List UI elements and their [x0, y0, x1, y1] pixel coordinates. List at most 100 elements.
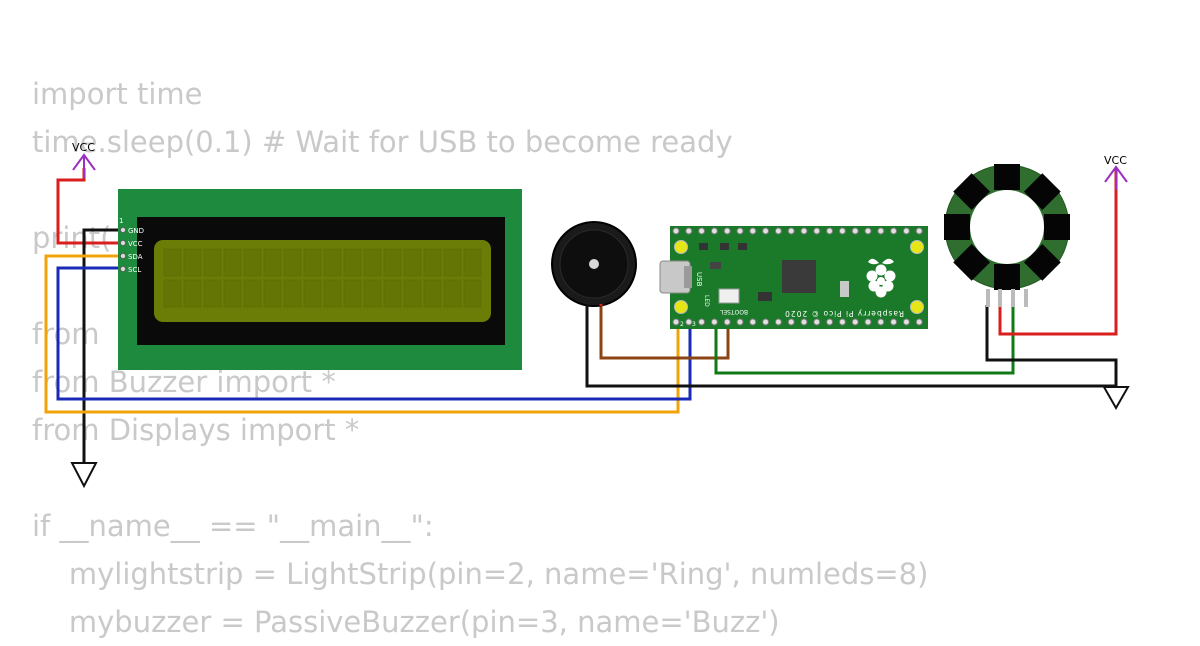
- ring-led: [994, 164, 1020, 190]
- lcd-pin-label: GND: [128, 227, 144, 235]
- wire-sda[interactable]: [44, 254, 680, 414]
- lcd-character-cell: [403, 248, 422, 277]
- lcd-character-cell: [263, 248, 282, 277]
- pico-pin[interactable]: [698, 318, 706, 326]
- lcd-character-cell: [363, 248, 382, 277]
- usb-label: USB: [695, 272, 703, 287]
- bootsel-label: BOOTSEL: [719, 308, 748, 315]
- lcd-character-cell: [383, 279, 402, 308]
- lcd-pin[interactable]: [120, 226, 127, 233]
- ground-symbol-right: [1102, 386, 1130, 411]
- pico-pin[interactable]: [774, 318, 782, 326]
- lcd-character-cell: [183, 248, 202, 277]
- wire-buzzer-gnd[interactable]: [585, 305, 1116, 388]
- lcd-character-cell: [303, 279, 322, 308]
- pico-pin[interactable]: [672, 318, 680, 326]
- vcc-symbol-left: VCC: [72, 141, 96, 178]
- code-line: from: [32, 317, 100, 351]
- pico-pin[interactable]: [890, 227, 898, 235]
- lcd-character-cell: [243, 248, 262, 277]
- pico-pin[interactable]: [762, 318, 770, 326]
- pico-pin[interactable]: [749, 318, 757, 326]
- code-line: if __name__ == "__main__":: [32, 509, 434, 543]
- wire-ring-data[interactable]: [714, 305, 1015, 375]
- code-line: time.sleep(0.1) # Wait for USB to become…: [32, 125, 733, 159]
- pico-pin[interactable]: [787, 227, 795, 235]
- pico-pin[interactable]: [813, 227, 821, 235]
- lcd-pin-number: 1: [119, 217, 123, 225]
- wire-ring-vcc[interactable]: [998, 168, 1118, 336]
- pico-pin[interactable]: [851, 318, 859, 326]
- pico-pin[interactable]: [915, 318, 923, 326]
- wire-vcc-lcd[interactable]: [56, 168, 120, 245]
- pico-pin[interactable]: [813, 318, 821, 326]
- lcd-character-cell: [223, 248, 242, 277]
- pico-pin[interactable]: [826, 318, 834, 326]
- circuit-diagram: VCC VCC 1 GND VCC SDA SCL USB: [44, 141, 1130, 489]
- lcd-pin-header: GND VCC SDA SCL: [120, 226, 144, 274]
- pico-pin[interactable]: [672, 227, 680, 235]
- lcd-pin-label: SCL: [128, 266, 141, 274]
- pico-pin[interactable]: [685, 227, 693, 235]
- pico-pin[interactable]: [915, 227, 923, 235]
- pico-pin[interactable]: [890, 318, 898, 326]
- vcc-symbol-right: VCC: [1104, 154, 1128, 190]
- pico-pin[interactable]: [800, 227, 808, 235]
- pico-pin[interactable]: [710, 318, 718, 326]
- pico-pin[interactable]: [723, 227, 731, 235]
- pico-pin[interactable]: [736, 318, 744, 326]
- lcd-pin-label: VCC: [128, 240, 143, 248]
- pico-pin[interactable]: [698, 227, 706, 235]
- wire-buzzer-signal[interactable]: [599, 305, 730, 360]
- lcd-pin[interactable]: [120, 239, 127, 246]
- pico-pin[interactable]: [826, 227, 834, 235]
- lcd-character-cell: [283, 279, 302, 308]
- pico-pin[interactable]: [787, 318, 795, 326]
- pico-pin[interactable]: [736, 227, 744, 235]
- pico-pin[interactable]: [685, 318, 693, 326]
- ring-led: [953, 243, 991, 281]
- pico-pin[interactable]: [877, 227, 885, 235]
- lcd-character-cell: [203, 248, 222, 277]
- lcd-character-cell: [303, 248, 322, 277]
- lcd-character-cell: [323, 248, 342, 277]
- pico-pin[interactable]: [851, 227, 859, 235]
- pico-pin[interactable]: [749, 227, 757, 235]
- pico-pin[interactable]: [762, 227, 770, 235]
- ring-led: [1044, 214, 1070, 240]
- lcd-character-cell: [163, 248, 182, 277]
- pico-pin[interactable]: [723, 318, 731, 326]
- pico-pin[interactable]: [800, 318, 808, 326]
- pico-pin[interactable]: [864, 318, 872, 326]
- lcd-display[interactable]: 1 GND VCC SDA SCL: [118, 189, 522, 370]
- pico-pin[interactable]: [902, 227, 910, 235]
- pico-pin[interactable]: [838, 227, 846, 235]
- pico-pin[interactable]: [902, 318, 910, 326]
- piezo-buzzer[interactable]: [551, 221, 637, 307]
- pico-pin[interactable]: [838, 318, 846, 326]
- ring-led: [994, 264, 1020, 290]
- lcd-pin-label: SDA: [128, 253, 143, 261]
- lcd-character-cell: [443, 248, 462, 277]
- lcd-pin[interactable]: [120, 252, 127, 259]
- led-ring[interactable]: [944, 164, 1070, 307]
- pico-pin[interactable]: [710, 227, 718, 235]
- lcd-character-cell: [163, 279, 182, 308]
- pico-pin[interactable]: [864, 227, 872, 235]
- code-line: import time: [32, 77, 203, 111]
- pico-pin[interactable]: [774, 227, 782, 235]
- wire-scl[interactable]: [56, 266, 692, 401]
- lcd-character-cell: [423, 248, 442, 277]
- led-label: LED: [703, 295, 710, 307]
- raspberry-pi-pico[interactable]: USB LED BOOTSEL Raspberry Pi Pico © 2020…: [659, 226, 928, 329]
- pico-pin-row-top: [672, 227, 923, 235]
- mount-hole: [674, 300, 688, 314]
- bootsel-button[interactable]: [718, 288, 740, 304]
- wire-gnd-lcd[interactable]: [82, 228, 120, 462]
- lcd-character-cell: [323, 279, 342, 308]
- pico-pin[interactable]: [877, 318, 885, 326]
- lcd-character-cell: [363, 279, 382, 308]
- wire-ring-gnd[interactable]: [985, 305, 1118, 386]
- lcd-pin[interactable]: [120, 265, 127, 272]
- code-line: mylightstrip = LightStrip(pin=2, name='R…: [32, 557, 929, 591]
